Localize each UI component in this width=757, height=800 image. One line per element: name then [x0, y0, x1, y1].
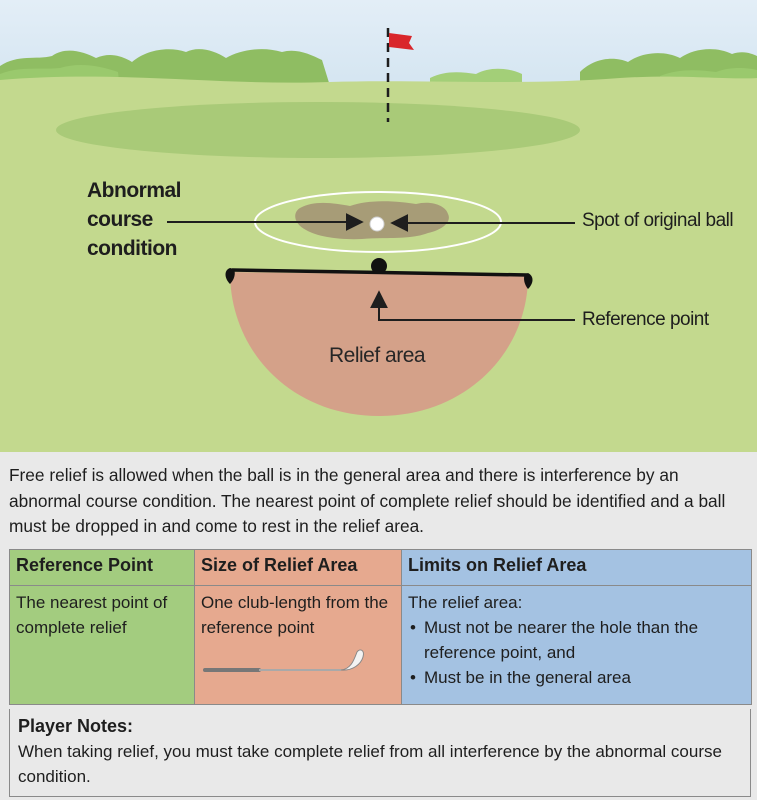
limits-list: Must not be nearer the hole than the ref… — [408, 615, 745, 690]
course-illustration — [0, 0, 757, 452]
header-reference-point: Reference Point — [9, 549, 195, 586]
table-row: The nearest point of complete relief One… — [9, 585, 752, 705]
cell-reference-point: The nearest point of complete relief — [9, 585, 195, 705]
header-limits-on-relief-area: Limits on Relief Area — [401, 549, 752, 586]
leader-lines — [167, 213, 575, 321]
reference-point-text: The nearest point of complete relief — [16, 593, 168, 637]
flag-icon — [386, 28, 414, 122]
relief-area — [230, 272, 528, 416]
table-header-row: Reference Point Size of Relief Area Limi… — [9, 549, 752, 586]
spot-of-original-ball-label: Spot of original ball — [582, 210, 734, 231]
list-item: Must be in the general area — [408, 665, 745, 690]
relief-table: Reference Point Size of Relief Area Limi… — [9, 549, 752, 705]
info-panel: Free relief is allowed when the ball is … — [0, 452, 757, 800]
abnormal-course-condition-label: Abnormal course condition — [87, 176, 182, 263]
putting-green — [56, 102, 580, 158]
annotation-line: course — [87, 208, 153, 231]
annotation-line: condition — [87, 237, 177, 260]
player-notes: Player Notes: When taking relief, you mu… — [9, 709, 751, 797]
cell-limits: The relief area: Must not be nearer the … — [401, 585, 752, 705]
cell-size: One club-length from the reference point — [194, 585, 402, 705]
description-text: Free relief is allowed when the ball is … — [9, 465, 726, 536]
size-text: One club-length from the reference point — [201, 593, 389, 637]
reference-point-dot — [371, 258, 387, 274]
header-size-of-relief-area: Size of Relief Area — [194, 549, 402, 586]
relief-area-label: Relief area — [329, 344, 426, 367]
limits-intro: The relief area: — [408, 593, 523, 612]
player-notes-text: When taking relief, you must take comple… — [18, 742, 722, 786]
annotation-line: Abnormal — [87, 179, 182, 202]
list-item: Must not be nearer the hole than the ref… — [408, 615, 745, 665]
golf-ball-icon — [369, 216, 385, 232]
golf-club-icon — [203, 649, 364, 672]
player-notes-title: Player Notes: — [18, 716, 134, 736]
reference-point-label: Reference point — [582, 309, 709, 330]
